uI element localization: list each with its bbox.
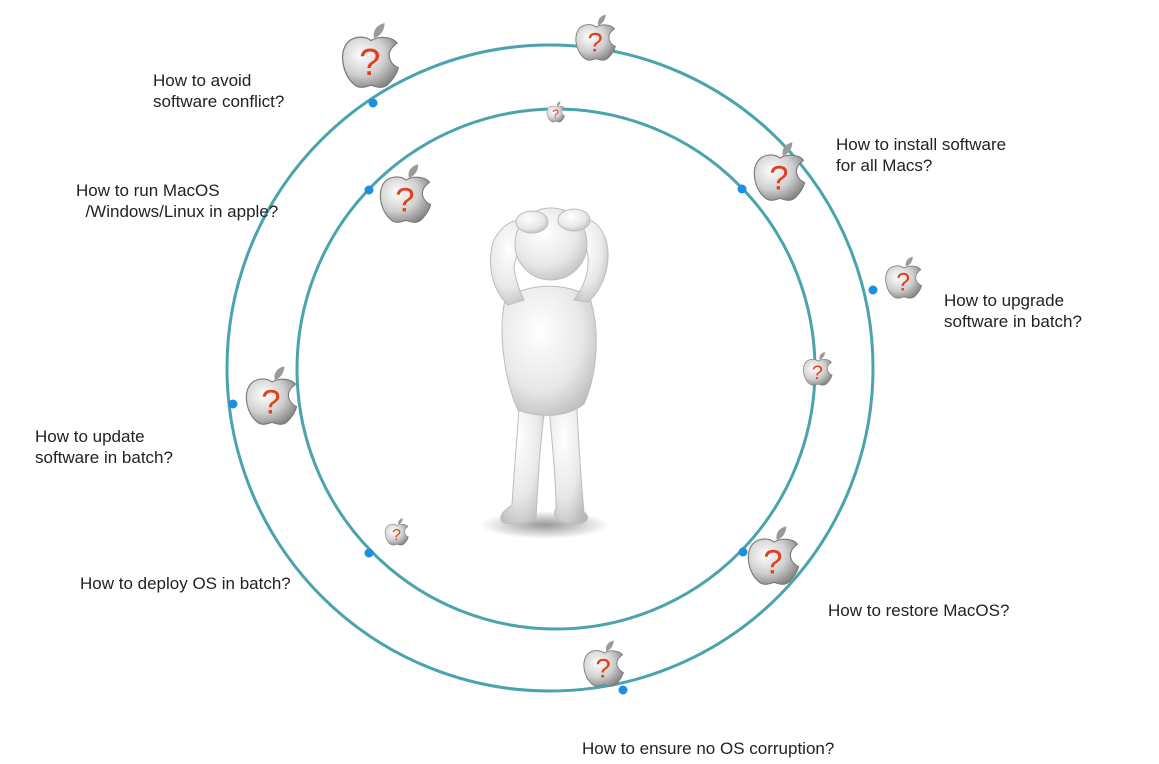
outer-ring	[225, 43, 875, 693]
connector-dot	[364, 548, 374, 558]
connector-dot	[868, 285, 878, 295]
question-run-os: How to run MacOS /Windows/Linux in apple…	[76, 181, 279, 221]
apple-question-icon	[802, 351, 833, 386]
question-upgrade-batch: How to upgrade software in batch?	[944, 291, 1082, 331]
question-update-batch: How to update software in batch?	[35, 427, 173, 467]
question-avoid-conflict: How to avoid software conflict?	[153, 71, 285, 111]
connector-dot	[738, 547, 748, 557]
apple-question-icon	[384, 517, 409, 546]
question-restore-macos: How to restore MacOS?	[828, 601, 1010, 620]
apple-question-icon	[753, 141, 806, 201]
apple-question-icon	[885, 256, 923, 299]
connector-dot	[368, 98, 378, 108]
connector-dot	[364, 185, 374, 195]
connector-dot	[737, 184, 747, 194]
apple-question-icon	[245, 365, 298, 425]
question-ensure-no-corruption: How to ensure no OS corruption?	[582, 739, 835, 758]
connector-dots	[228, 98, 878, 695]
apple-question-icon	[583, 640, 624, 687]
question-deploy-os: How to deploy OS in batch?	[80, 574, 291, 593]
connector-dot	[618, 685, 628, 695]
apple-question-icon	[546, 101, 566, 123]
apple-question-icon	[575, 14, 616, 61]
connector-dot	[228, 399, 238, 409]
apple-question-icon	[341, 22, 400, 89]
question-install-all: How to install software for all Macs?	[836, 135, 1007, 175]
confused-person-figure	[480, 207, 610, 539]
